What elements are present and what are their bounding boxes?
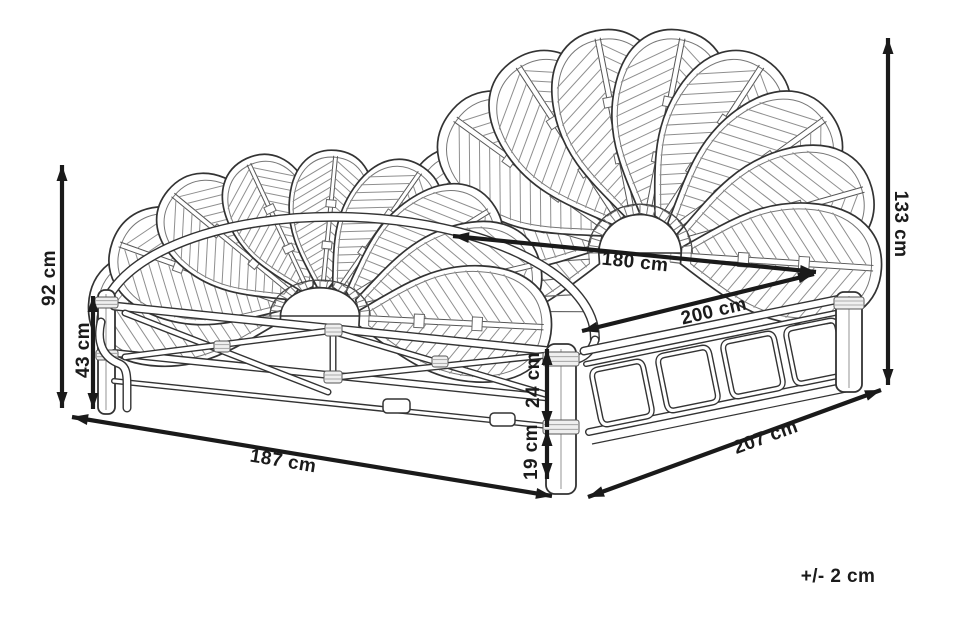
dimension-label-side-rail-height: 43 cm xyxy=(73,322,94,378)
dimension-label-headboard-height: 92 cm xyxy=(39,250,60,306)
dimension-label-leg-clearance: 19 cm xyxy=(521,424,542,480)
dimension-label-total-height: 133 cm xyxy=(890,190,911,258)
dimension-label-frame-thickness: 24 cm xyxy=(523,352,544,408)
tolerance-note: +/- 2 cm xyxy=(800,566,876,587)
